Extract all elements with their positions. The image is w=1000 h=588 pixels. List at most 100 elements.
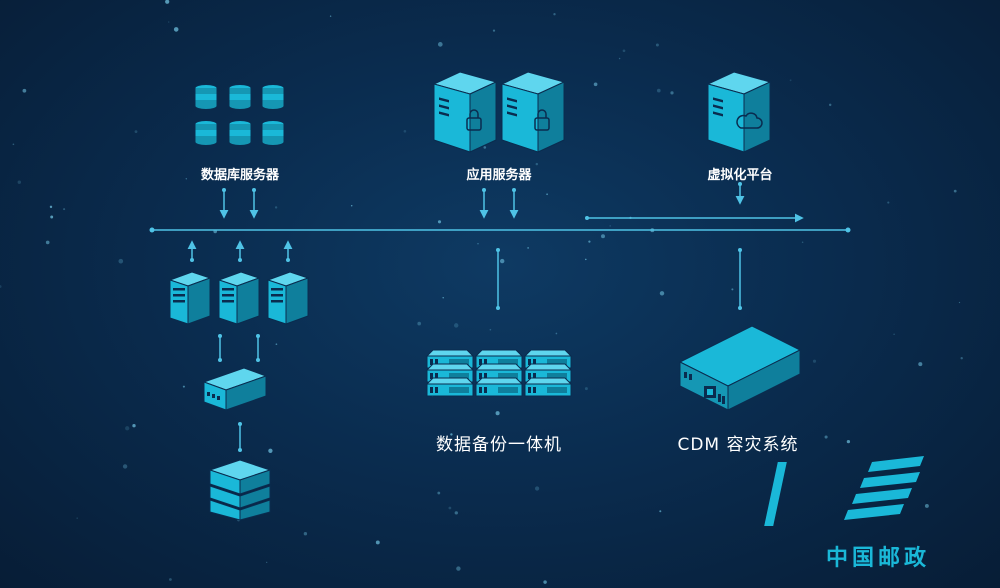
virtualization-server-icon [707, 71, 771, 153]
star-dot [63, 208, 66, 211]
storage-stack-icon [208, 459, 272, 521]
star-dot [132, 424, 136, 428]
star-dot [274, 206, 278, 209]
star-dot [122, 464, 128, 469]
star-dot [553, 13, 556, 16]
star-dot [125, 426, 130, 431]
star-dot [456, 566, 461, 571]
star-dot [584, 387, 588, 391]
star-dot [801, 241, 804, 244]
storage-connector [238, 422, 242, 452]
star-dot [437, 42, 443, 47]
app-server-arrows [479, 188, 519, 219]
star-dot [266, 561, 268, 564]
star-dot [375, 540, 380, 545]
star-dot [50, 215, 54, 219]
star-dot [593, 82, 598, 87]
star-dot [448, 506, 452, 510]
star-dot [437, 491, 441, 495]
network-bus-line [149, 227, 851, 233]
star-dot [489, 328, 492, 331]
database-servers-label: 数据库服务器 [200, 168, 280, 183]
star-dot [303, 532, 308, 536]
star-dot [656, 88, 661, 93]
star-dot [527, 247, 529, 249]
switch-icon [202, 367, 268, 411]
star-dot [588, 240, 591, 243]
star-dot [659, 510, 662, 513]
app-server-icon-2 [501, 71, 565, 153]
star-dot [958, 301, 961, 304]
star-dot [173, 27, 179, 32]
star-dot [828, 103, 832, 107]
lower-server-arrows [187, 240, 293, 262]
china-post-logo-icon [764, 456, 924, 526]
star-dot [534, 486, 540, 491]
star-dot [887, 201, 890, 204]
star-dot [731, 288, 734, 291]
star-dot [268, 448, 273, 453]
star-dot [622, 49, 626, 53]
database-arrows [219, 188, 259, 219]
star-dot [885, 556, 889, 559]
star-dot [12, 143, 15, 146]
star-dot [182, 385, 185, 388]
star-dot [893, 333, 895, 335]
star-dot [601, 234, 605, 239]
star-dot [169, 578, 172, 581]
star-dot [17, 180, 22, 184]
star-dot [924, 503, 929, 508]
star-dot [846, 439, 851, 444]
star-dot [165, 0, 170, 4]
star-dot [185, 178, 187, 180]
backup-appliance-label: 数据备份一体机 [436, 435, 562, 455]
app-servers-label: 应用服务器 [466, 168, 532, 183]
star-dot [543, 580, 547, 584]
star-dot [789, 79, 792, 82]
virtualization-label: 虚拟化平台 [707, 168, 773, 183]
backup-connector [496, 248, 500, 310]
star-dot [659, 291, 665, 296]
star-dot [585, 258, 587, 261]
star-dot [960, 357, 963, 360]
star-dot [403, 130, 407, 133]
star-dot [118, 258, 124, 264]
star-dot [454, 511, 458, 515]
cdm-connector [738, 248, 742, 310]
star-dot [167, 21, 170, 23]
star-dot [134, 130, 138, 134]
star-dot [618, 57, 621, 60]
star-dot [76, 517, 78, 519]
cdm-appliance-icon [678, 325, 802, 411]
star-dot [49, 205, 53, 209]
star-dot [918, 362, 923, 367]
database-cylinder-icons [194, 84, 285, 146]
production-servers-icons [169, 271, 309, 325]
star-dot [0, 285, 2, 288]
brand-name: 中国邮政 [826, 546, 931, 571]
star-dot [824, 435, 828, 439]
star-dot [609, 225, 611, 227]
app-server-icon-1 [433, 71, 497, 153]
cdm-label: CDM 容灾系统 [677, 435, 799, 455]
star-dot [555, 332, 558, 335]
star-dot [450, 433, 453, 436]
star-dot [655, 43, 659, 47]
star-dot [535, 162, 539, 166]
star-dot [495, 411, 500, 416]
virtualization-arrows [585, 182, 804, 223]
star-dot [22, 88, 27, 93]
star-dot [275, 343, 278, 346]
switch-connectors [218, 334, 260, 362]
backup-appliance-icon [426, 349, 572, 397]
star-dot [437, 220, 442, 224]
star-dot [453, 323, 459, 328]
star-dot [492, 29, 496, 32]
star-dot [812, 359, 817, 363]
star-dot [477, 243, 479, 245]
star-dot [350, 205, 353, 207]
star-dot [417, 321, 422, 326]
star-dot [45, 240, 50, 245]
